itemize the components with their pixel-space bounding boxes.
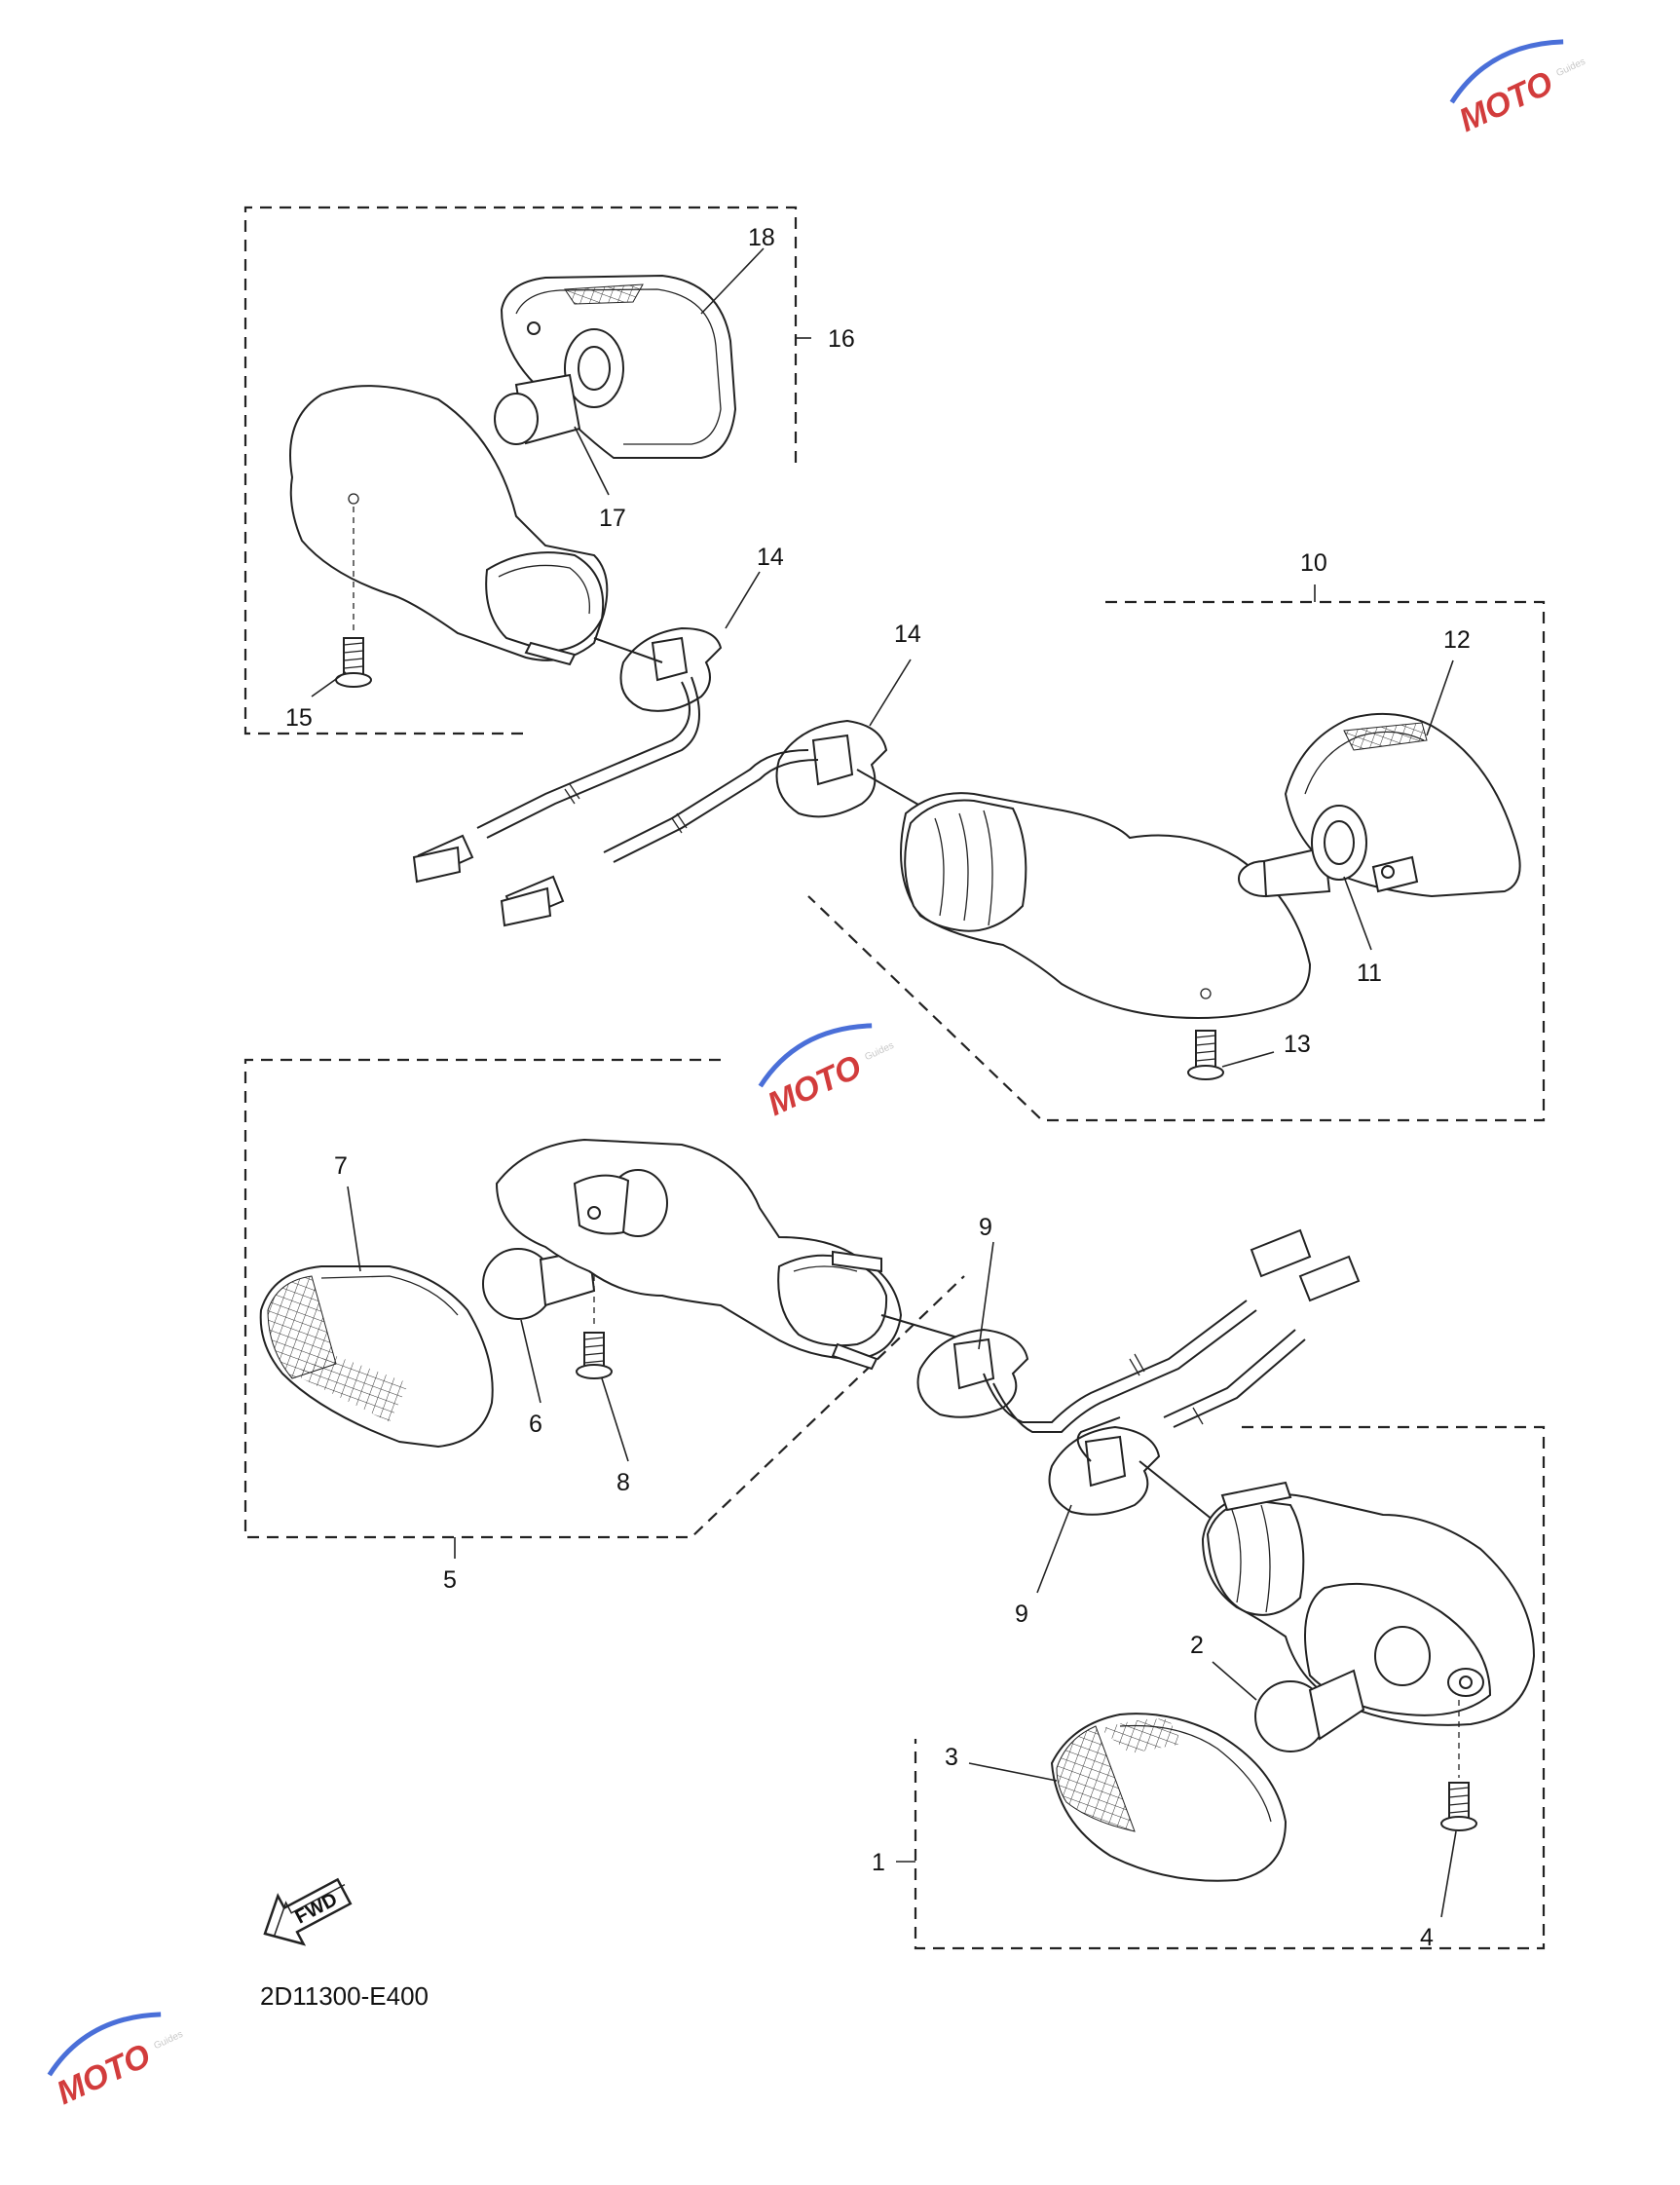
callout-9-upper: 9 bbox=[979, 1214, 992, 1241]
leader-lines bbox=[311, 247, 1457, 1918]
watermark-bottom-left: MOTO Guides bbox=[47, 2012, 185, 2112]
callout-11: 11 bbox=[1357, 960, 1382, 987]
callout-12: 12 bbox=[1443, 626, 1471, 654]
callout-2: 2 bbox=[1190, 1632, 1204, 1659]
diagram-code: 2D11300-E400 bbox=[260, 1981, 429, 2011]
callout-1: 1 bbox=[872, 1849, 885, 1876]
screw-4 bbox=[1440, 1782, 1477, 1831]
callout-numbers: 18 16 17 14 15 14 10 12 11 13 7 6 8 9 5 … bbox=[285, 224, 1471, 1951]
screw-13 bbox=[1187, 1030, 1224, 1080]
callout-14: 14 bbox=[894, 621, 921, 648]
turn-signal-assembly-10 bbox=[500, 712, 1521, 1080]
group-box-10 bbox=[807, 600, 1546, 1122]
svg-text:MOTO: MOTO bbox=[762, 1048, 867, 1123]
wire-harness-lower bbox=[983, 1228, 1361, 1433]
callout-9-lower: 9 bbox=[1015, 1601, 1028, 1628]
group-box-1 bbox=[914, 1425, 1546, 1950]
turn-signal-assembly-15 bbox=[289, 274, 737, 712]
watermark-center: MOTO Guides bbox=[758, 1023, 896, 1123]
callout-14-upper: 14 bbox=[757, 544, 784, 571]
callout-17: 18 bbox=[748, 224, 775, 251]
callout-16: 17 bbox=[599, 505, 626, 532]
svg-text:MOTO: MOTO bbox=[51, 2037, 156, 2112]
wire-harness-upper bbox=[412, 676, 700, 884]
screw-18 bbox=[335, 637, 372, 688]
callout-4: 4 bbox=[1420, 1924, 1434, 1951]
svg-text:Guides: Guides bbox=[1554, 57, 1587, 79]
fwd-arrow: FWD bbox=[263, 1877, 353, 1946]
watermark-top-right: MOTO Guides bbox=[1449, 39, 1587, 139]
callout-3: 3 bbox=[945, 1744, 958, 1771]
callout-5: 5 bbox=[443, 1566, 457, 1594]
turn-signal-assembly-1 bbox=[1048, 1416, 1536, 1882]
group-box-5 bbox=[243, 1058, 965, 1539]
screw-8 bbox=[576, 1332, 613, 1379]
callout-8: 8 bbox=[616, 1469, 630, 1496]
callout-7: 7 bbox=[334, 1152, 348, 1180]
callout-13: 13 bbox=[1284, 1031, 1311, 1058]
callout-18: 15 bbox=[285, 704, 313, 732]
callout-15: 16 bbox=[828, 325, 855, 353]
callout-6: 6 bbox=[529, 1411, 542, 1438]
svg-text:MOTO: MOTO bbox=[1453, 64, 1558, 139]
group-box-15 bbox=[243, 206, 798, 735]
callout-10: 10 bbox=[1300, 549, 1327, 577]
svg-text:Guides: Guides bbox=[863, 1040, 895, 1063]
svg-text:Guides: Guides bbox=[152, 2029, 184, 2052]
turn-signal-assembly-5 bbox=[259, 1138, 1029, 1449]
